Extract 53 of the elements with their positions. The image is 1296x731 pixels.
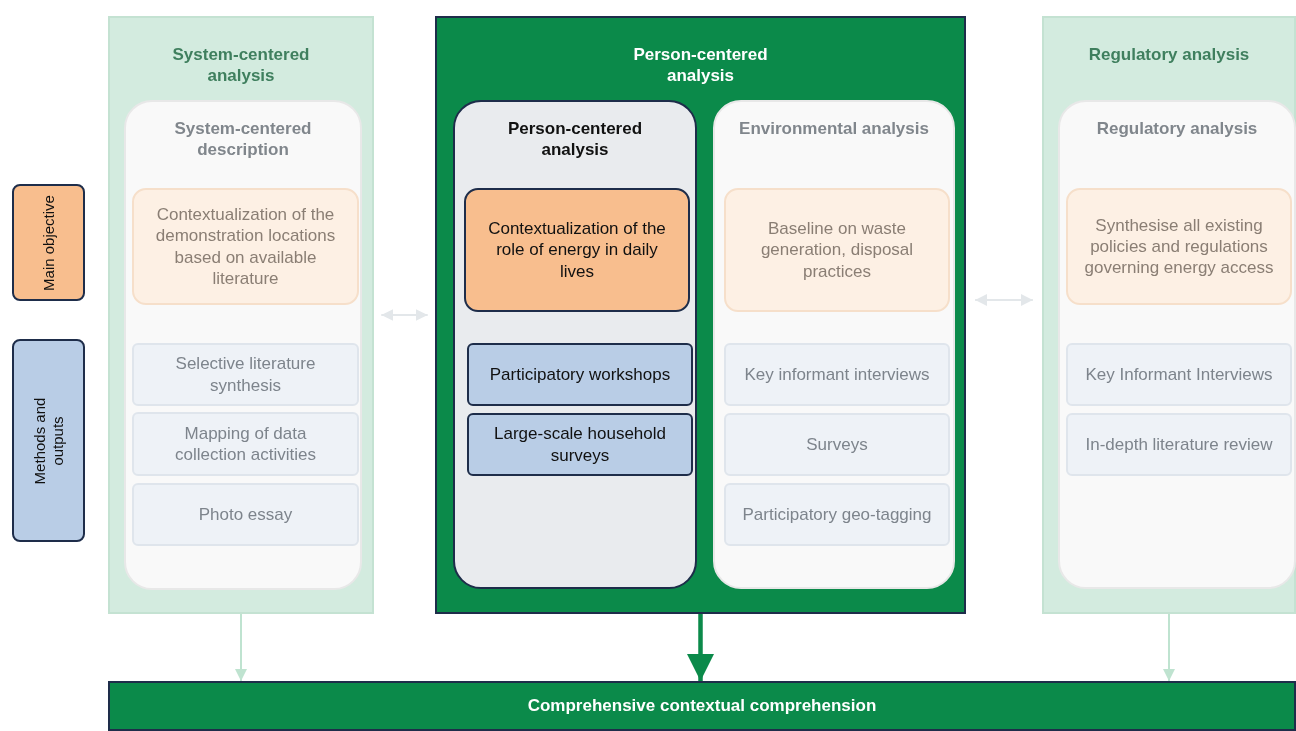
analysis-card xyxy=(713,100,955,589)
objective-box xyxy=(132,188,359,305)
method-text: Mapping of data collection activities xyxy=(174,422,317,466)
method-text: Key Informant Interviews xyxy=(1084,363,1274,386)
outcome-text: Comprehensive contextual comprehension xyxy=(526,695,878,717)
analysis-panel xyxy=(108,16,374,614)
arrow xyxy=(380,309,429,321)
method-box xyxy=(467,413,693,476)
analysis-card xyxy=(124,100,362,590)
method-box xyxy=(724,413,950,476)
card-title: System-centered description xyxy=(173,118,313,161)
card-title: Environmental analysis xyxy=(738,118,930,140)
panel-title: Regulatory analysis xyxy=(1087,44,1251,66)
method-text: In-depth literature review xyxy=(1084,433,1274,456)
method-box xyxy=(132,412,359,476)
card-title: Person-centered analysis xyxy=(506,118,644,161)
method-box xyxy=(467,343,693,406)
method-box xyxy=(1066,413,1292,476)
panel-title: Person-centered analysis xyxy=(632,44,769,87)
outcome-bar xyxy=(108,681,1296,731)
method-text: Participatory workshops xyxy=(488,363,672,386)
objective-text: Contextualization of the role of energy in daily lives xyxy=(487,218,667,282)
method-text: Photo essay xyxy=(197,503,294,526)
method-text: Key informant interviews xyxy=(743,363,931,386)
arrow xyxy=(687,614,714,681)
objective-text: Contextualization of the demonstration locations based on available literature xyxy=(154,204,337,289)
method-text: Surveys xyxy=(805,433,869,456)
method-box xyxy=(132,343,359,406)
method-box xyxy=(1066,343,1292,406)
objective-text: Synthesise all existing policies and regulations governing energy access xyxy=(1083,214,1275,279)
card-title: Regulatory analysis xyxy=(1095,118,1259,140)
analysis-panel xyxy=(435,16,966,614)
objective-text: Baseline on waste generation, disposal practices xyxy=(759,218,915,282)
analysis-card xyxy=(1058,100,1296,589)
method-text: Selective literature synthesis xyxy=(174,353,317,396)
objective-box xyxy=(464,188,690,312)
objective-box xyxy=(1066,188,1292,305)
method-text: Participatory geo-tagging xyxy=(741,503,933,526)
methods-tab xyxy=(12,339,85,542)
analysis-card xyxy=(453,100,697,589)
objective-box xyxy=(724,188,950,312)
method-box xyxy=(724,483,950,546)
arrow xyxy=(1163,613,1175,682)
method-box xyxy=(724,343,950,406)
objective-tab xyxy=(12,184,85,301)
arrow xyxy=(974,294,1034,306)
arrow xyxy=(235,613,247,682)
analysis-panel xyxy=(1042,16,1296,614)
panel-title: System-centered analysis xyxy=(171,44,311,87)
row-label: Methods and outputs xyxy=(30,396,67,486)
method-text: Large-scale household surveys xyxy=(493,423,667,466)
method-box xyxy=(132,483,359,546)
row-label: Main objective xyxy=(39,193,58,293)
